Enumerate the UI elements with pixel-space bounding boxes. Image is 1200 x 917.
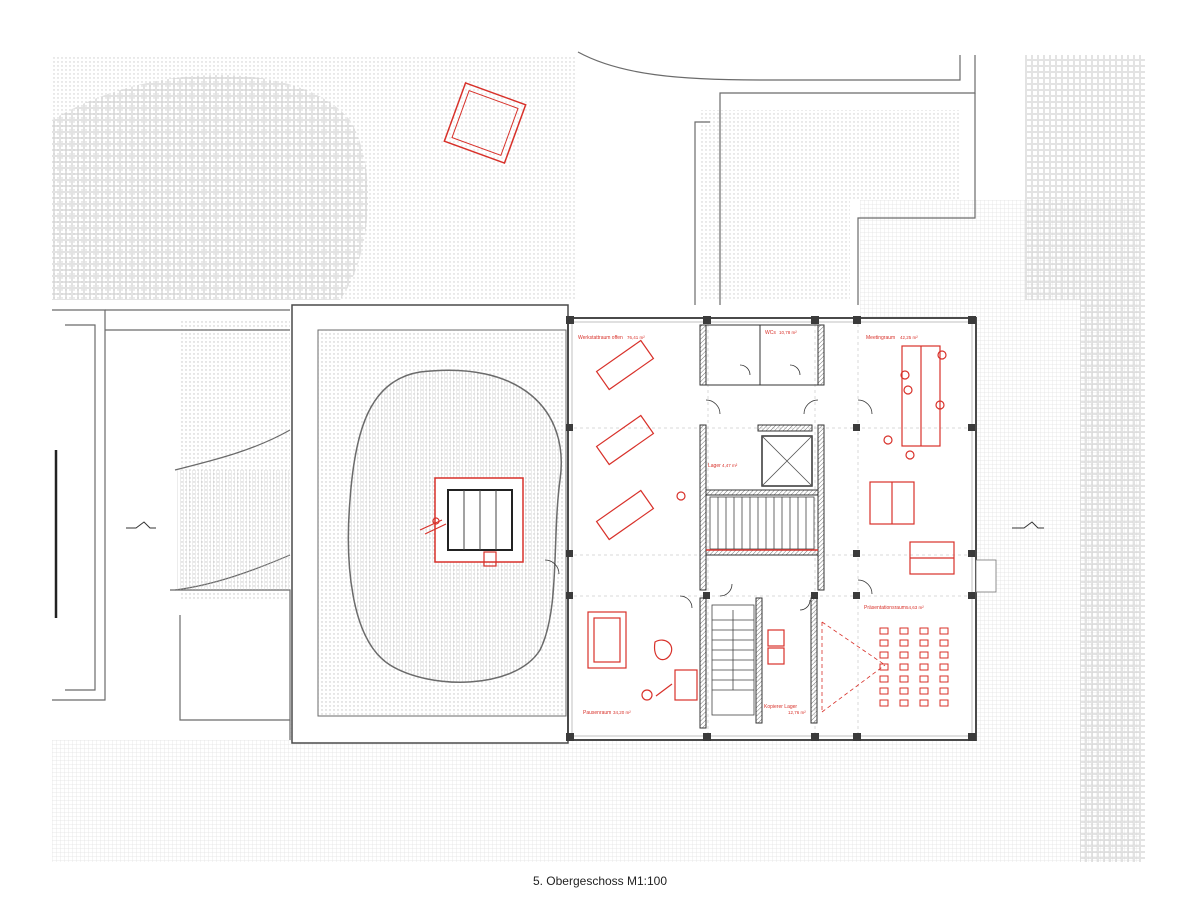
room-label-meeting: Meetingraum [866,335,895,341]
lounger-figure [419,517,497,567]
area-label-workshop: 76,41 m² [627,335,645,340]
room-label-workshop: Werkstattraum offen [578,335,623,341]
area-label-presentation: 54,63 m² [906,605,924,610]
outdoor-sculpture [443,81,527,165]
furniture [587,339,955,713]
plan-caption: 5. Obergeschoss M1:100 [532,874,668,888]
courtyard [291,304,569,744]
room-label-break: Pausenraum [583,710,611,716]
area-label-wc: 10,78 m² [779,330,797,335]
area-label-copier: 12,76 m² [788,710,806,715]
area-label-meeting: 42,25 m² [900,335,918,340]
building [544,316,997,741]
bridge-deck [175,470,290,590]
room-label-presentation: Präsentationsraum [864,605,906,611]
room-label-wc: WCs [765,330,776,336]
north-arrow-icon [1012,521,1044,529]
room-label-copier: Kopierer Lager [764,704,797,710]
area-label-break: 34,20 m² [613,710,631,715]
room-labels: Werkstattraum offen 76,41 m² Meetingraum… [578,330,924,716]
section-marker-icon [126,521,156,529]
room-label-storage: Lager [708,463,721,469]
area-label-storage: 4,47 m² [722,463,738,468]
